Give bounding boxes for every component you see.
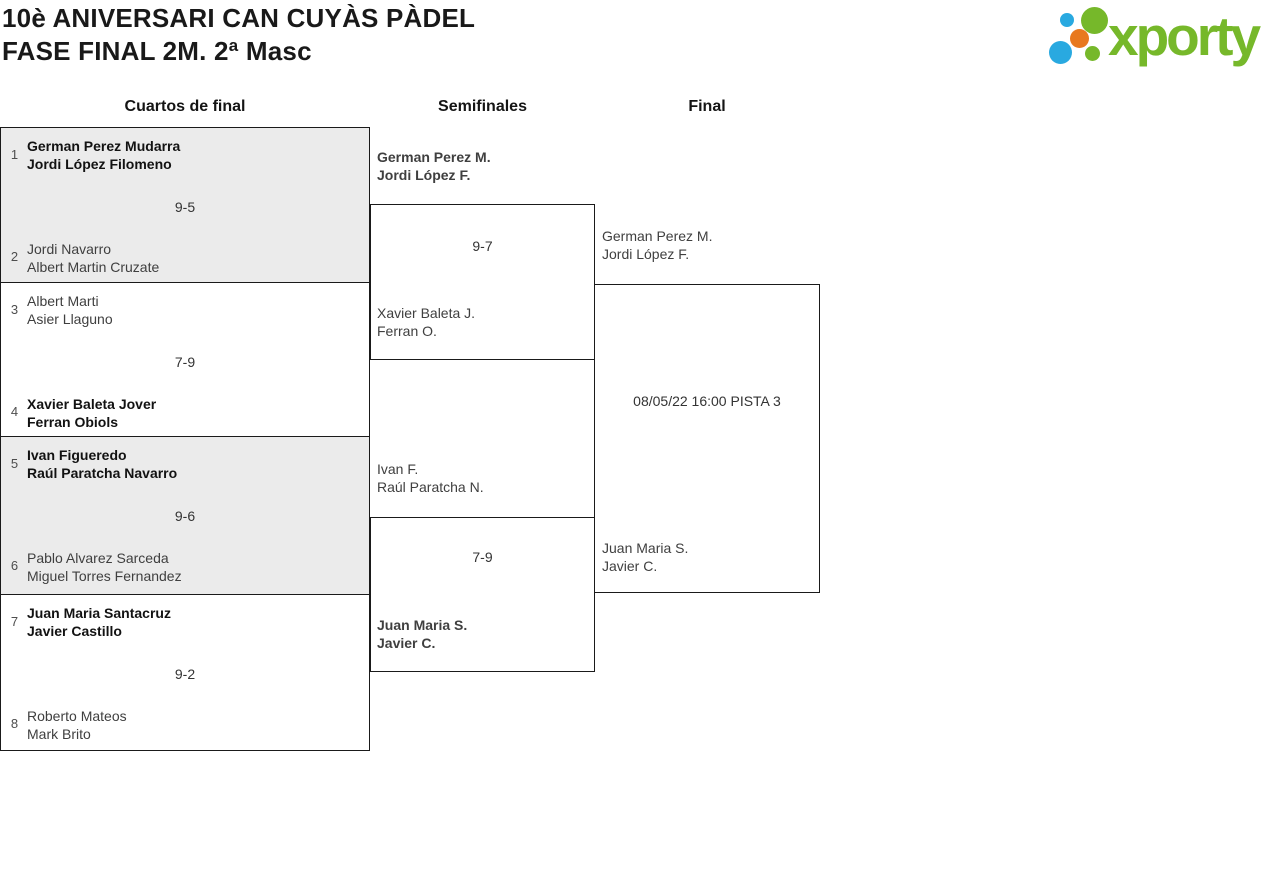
final-match[interactable] [594,284,820,593]
player-name: German Perez M. [377,149,491,165]
team-pair: Juan Maria Santacruz Javier Castillo [27,604,171,640]
tournament-title: 10è ANIVERSARI CAN CUYÀS PÀDEL [2,3,476,33]
xporty-logo-wordmark: xporty [1108,5,1261,67]
player-name: Jordi Navarro [27,241,112,257]
team-pair: Juan Maria S. Javier C. [377,616,467,652]
player-name: Javier C. [377,635,436,651]
player-name: Roberto Mateos [27,708,127,724]
logo-dot-blue-small-icon [1060,13,1074,27]
phase-subtitle: FASE FINAL 2M. 2ª Masc [2,36,312,66]
team-pair: German Perez M. Jordi López F. [377,148,491,184]
player-name: German Perez M. [602,228,713,244]
player-name: Javier Castillo [27,623,122,639]
logo-dot-orange-icon [1070,29,1089,48]
qf-match-2[interactable]: 3 Albert Marti Asier Llaguno 7-9 4 Xavie… [0,282,370,437]
team-pair: Juan Maria S. Javier C. [602,539,688,575]
match-score: 7-9 [174,354,196,370]
match-score: 9-7 [472,238,493,254]
logo-dot-blue-large-icon [1049,41,1072,64]
sf-match-1[interactable] [370,204,595,360]
team-pair: Pablo Alvarez Sarceda Miguel Torres Fern… [27,549,182,585]
match-score: 9-5 [174,199,196,215]
player-name: Raúl Paratcha Navarro [27,465,178,481]
team-pair: Jordi Navarro Albert Martin Cruzate [27,240,159,276]
player-name: Juan Maria S. [377,617,468,633]
qf-match-1[interactable]: 1 German Perez Mudarra Jordi López Filom… [0,127,370,283]
player-name: Xavier Baleta J. [377,305,476,321]
seed-number: 8 [10,716,19,731]
round-header-semifinales: Semifinales [438,98,527,115]
player-name: Pablo Alvarez Sarceda [27,550,169,566]
seed-number: 2 [10,249,19,264]
qf-match-4[interactable]: 7 Juan Maria Santacruz Javier Castillo 9… [0,594,370,751]
player-name: Albert Martin Cruzate [27,259,160,275]
logo-dot-green-large-icon [1081,7,1108,34]
player-name: Mark Brito [27,726,91,742]
seed-number: 7 [10,614,19,629]
seed-number: 3 [10,302,19,317]
match-score: 9-2 [174,666,196,682]
qf-match-3[interactable]: 5 Ivan Figueredo Raúl Paratcha Navarro 9… [0,436,370,595]
final-schedule: 08/05/22 16:00 PISTA 3 [633,393,781,409]
page-title: 10è ANIVERSARI CAN CUYÀS PÀDEL FASE FINA… [2,2,475,68]
player-name: Jordi López Filomeno [27,156,172,172]
player-name: Albert Marti [27,293,99,309]
team-pair: Albert Marti Asier Llaguno [27,292,113,328]
player-name: German Perez Mudarra [27,138,181,154]
player-name: Asier Llaguno [27,311,113,327]
match-score: 7-9 [472,549,493,565]
player-name: Ivan F. [377,461,419,477]
match-score: 9-6 [174,508,196,524]
round-header-final: Final [688,98,726,115]
player-name: Ferran Obiols [27,414,119,430]
xporty-logo[interactable]: xporty [1048,5,1278,75]
seed-number: 5 [10,456,19,471]
player-name: Jordi López F. [377,167,471,183]
player-name: Ferran O. [377,323,437,339]
team-pair: Xavier Baleta J. Ferran O. [377,304,475,340]
team-pair: Roberto Mateos Mark Brito [27,707,127,743]
seed-number: 6 [10,558,19,573]
player-name: Miguel Torres Fernandez [27,568,182,584]
team-pair: German Perez M. Jordi López F. [602,227,712,263]
logo-dot-green-small-icon [1085,46,1100,61]
seed-number: 1 [10,147,19,162]
player-name: Raúl Paratcha N. [377,479,484,495]
player-name: Juan Maria Santacruz [27,605,171,621]
team-pair: Xavier Baleta Jover Ferran Obiols [27,395,156,431]
seed-number: 4 [10,404,19,419]
player-name: Ivan Figueredo [27,447,127,463]
player-name: Jordi López F. [602,246,690,262]
player-name: Juan Maria S. [602,540,689,556]
team-pair: German Perez Mudarra Jordi López Filomen… [27,137,180,173]
player-name: Xavier Baleta Jover [27,396,157,412]
sf-match-2[interactable] [370,517,595,672]
round-header-cuartos-de-final: Cuartos de final [124,98,246,115]
team-pair: Ivan Figueredo Raúl Paratcha Navarro [27,446,177,482]
player-name: Javier C. [602,558,658,574]
team-pair: Ivan F. Raúl Paratcha N. [377,460,484,496]
